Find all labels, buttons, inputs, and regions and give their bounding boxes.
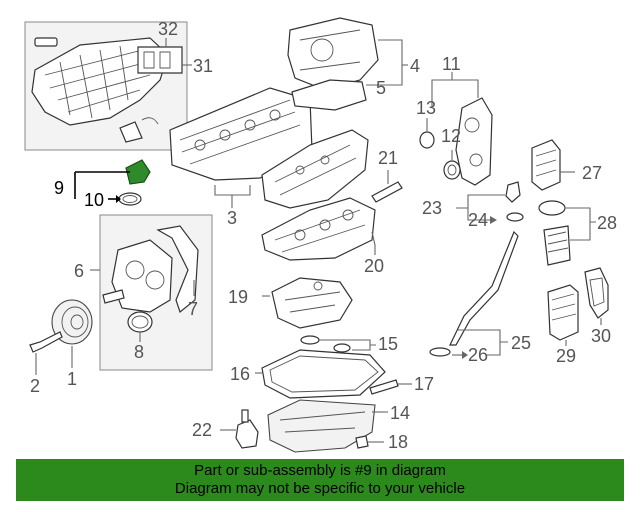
- label-21: 21: [378, 148, 398, 168]
- oring-15b[interactable]: [333, 343, 351, 353]
- label-25: 25: [511, 333, 531, 353]
- cooler-gasket-group: 30: [584, 267, 611, 346]
- label-8: 8: [134, 342, 144, 362]
- label-16: 16: [230, 364, 250, 384]
- oil-filter-group: 28: [538, 200, 617, 266]
- label-28: 28: [597, 213, 617, 233]
- pulley-group: 1 2: [29, 299, 93, 396]
- label-5: 5: [376, 78, 386, 98]
- label-27: 27: [582, 163, 602, 183]
- sensor-21-group: 21: [371, 148, 403, 203]
- crank-pulley[interactable]: [51, 299, 93, 345]
- oil-pump-group: 19: [228, 277, 353, 329]
- oil-filter-element[interactable]: [543, 225, 571, 266]
- label-7: 7: [188, 299, 198, 319]
- label-10: 10: [84, 190, 104, 210]
- pressure-switch[interactable]: [505, 181, 521, 203]
- label-31: 31: [193, 56, 213, 76]
- intake-manifold[interactable]: [31, 37, 169, 126]
- oil-pan-group: 14 22 18 17: [192, 374, 434, 453]
- ladder-frame[interactable]: [261, 197, 376, 261]
- front-cover-gasket[interactable]: [156, 225, 199, 314]
- label-13: 13: [416, 98, 436, 118]
- intake-manifold-group: 32 31: [24, 19, 213, 151]
- pan-gasket-group: 15 16: [230, 334, 398, 399]
- timing-cover-upper-group: 4 5: [287, 17, 420, 111]
- part-10-seal-ring[interactable]: [118, 192, 142, 206]
- valve-cover-group: [261, 129, 369, 209]
- label-14: 14: [390, 403, 410, 423]
- washer-24[interactable]: [506, 212, 524, 222]
- timing-side-group: 11 13 12: [416, 54, 493, 186]
- oil-pan-gasket[interactable]: [261, 349, 386, 399]
- label-29: 29: [556, 346, 576, 366]
- label-18: 18: [388, 432, 408, 452]
- label-22: 22: [192, 420, 212, 440]
- front-cover-group: 6 7 8: [74, 214, 213, 371]
- part-9-oil-separator-valve[interactable]: [125, 159, 151, 185]
- pulley-bolt[interactable]: [29, 331, 63, 353]
- label-23: 23: [422, 198, 442, 218]
- timing-cover-gasket[interactable]: [291, 79, 367, 111]
- label-24: 24: [468, 210, 488, 230]
- oil-filter-cap[interactable]: [531, 139, 561, 191]
- label-9: 9: [54, 178, 64, 198]
- banner-line-1: Part or sub-assembly is #9 in diagram: [194, 462, 446, 479]
- sensor-21[interactable]: [371, 181, 403, 203]
- label-11: 11: [442, 54, 461, 74]
- label-12: 12: [441, 126, 461, 146]
- label-26: 26: [468, 345, 488, 365]
- sensor-23-group: 23 24: [422, 181, 524, 230]
- oil-cooler[interactable]: [547, 284, 579, 341]
- oil-level-sensor[interactable]: [235, 419, 259, 449]
- label-15: 15: [378, 334, 398, 354]
- oil-filter-cap-group: 27: [531, 139, 602, 191]
- seal-13[interactable]: [419, 131, 435, 149]
- dipstick-tube[interactable]: [449, 230, 519, 346]
- ladder-frame-group: 20: [261, 197, 384, 276]
- cooler-gasket[interactable]: [584, 267, 609, 319]
- timing-cover-side[interactable]: [455, 97, 493, 186]
- drain-plug[interactable]: [355, 435, 369, 449]
- tube-seal-26[interactable]: [429, 347, 451, 357]
- label-32: 32: [158, 19, 178, 39]
- label-30: 30: [591, 326, 611, 346]
- banner-line-2: Diagram may not be specific to your vehi…: [174, 480, 466, 497]
- cylinder-head-group: 3: [169, 87, 313, 228]
- pan-bolt-17[interactable]: [369, 379, 399, 395]
- label-19: 19: [228, 287, 248, 307]
- cover-seal[interactable]: [127, 311, 153, 333]
- filter-oring-a[interactable]: [538, 200, 566, 216]
- label-4: 4: [410, 56, 420, 76]
- oil-pump[interactable]: [271, 277, 353, 329]
- label-6: 6: [74, 261, 84, 281]
- oil-cooler-group: 29: [547, 284, 579, 366]
- label-3: 3: [227, 208, 237, 228]
- seal-12[interactable]: [443, 160, 461, 180]
- pcv-group: 9 10: [54, 159, 151, 210]
- label-17: 17: [414, 374, 434, 394]
- label-1: 1: [67, 369, 77, 389]
- info-banner: Part or sub-assembly is #9 in diagram Di…: [16, 459, 624, 501]
- parts-diagram: 32 31 3 4 5 9 10: [24, 17, 617, 453]
- oring-15a[interactable]: [300, 335, 320, 345]
- label-20: 20: [364, 256, 384, 276]
- dipstick-group: 25 26: [429, 230, 531, 365]
- label-2: 2: [30, 376, 40, 396]
- timing-cover-upper[interactable]: [287, 17, 379, 91]
